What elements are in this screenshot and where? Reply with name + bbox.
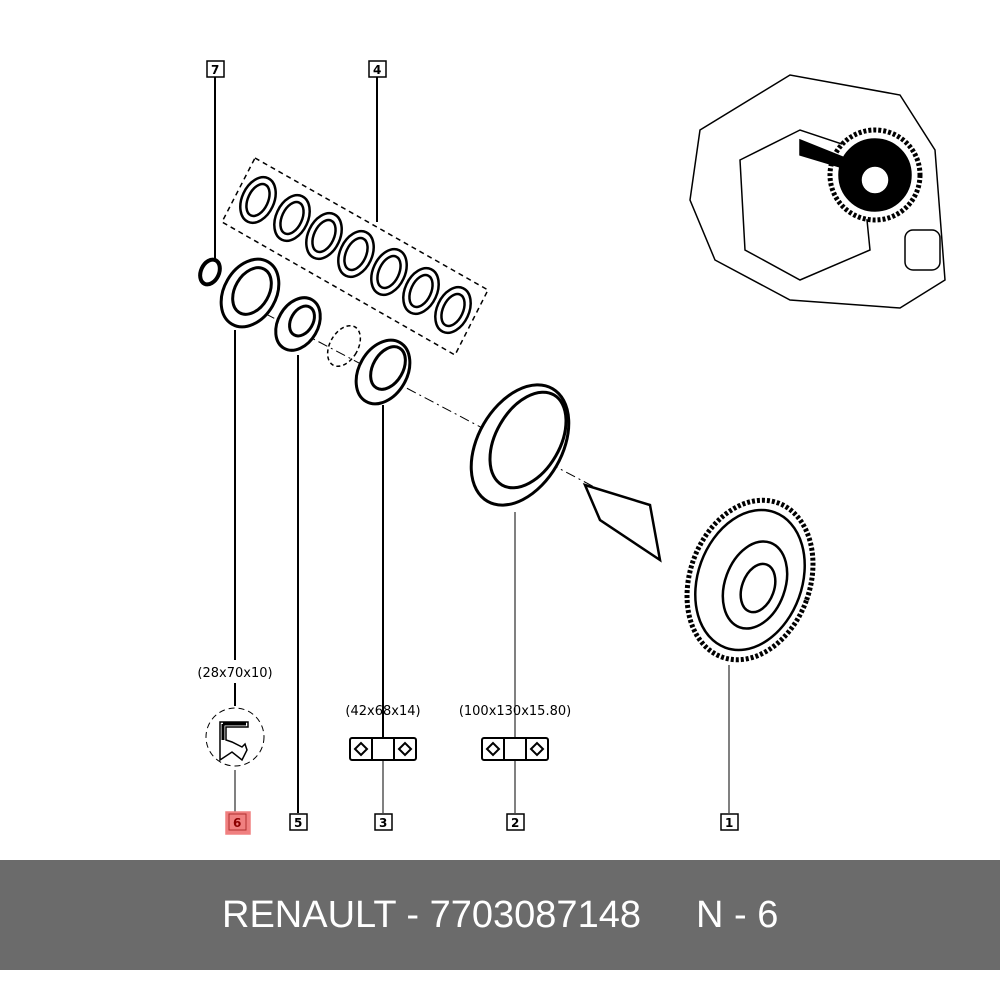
callout-1[interactable] [720,813,739,831]
bearing-race-part-2 [469,383,571,507]
bearing-symbol-icon-part-3 [349,737,417,761]
callout-7[interactable] [206,60,225,78]
differential-gear-part-1 [582,483,816,663]
bearing-symbol-icon-part-2 [481,737,549,761]
callout-3[interactable] [374,813,393,831]
seal-section-icon [205,707,265,767]
exploded-parts-diagram: 7 4 6 5 3 2 1 (28x70x10) (42x68x14) (100… [197,60,946,835]
position-number: N - 6 [696,894,779,936]
brand-part-number: RENAULT - 7703087148 [222,894,641,936]
oil-seal-part-6 [219,257,281,329]
callout-3-label: 3 [379,816,387,830]
callout-2[interactable] [506,813,525,831]
callout-1-label: 1 [725,816,733,830]
nut-part-5 [274,296,322,352]
dimension-part-3: (42x68x14) [345,704,420,719]
callout-4-label: 4 [373,63,381,77]
callout-6-label: 6 [233,816,241,830]
snap-ring-part-7 [198,257,222,287]
dimension-part-6: (28x70x10) [197,666,272,681]
bearing-part-3 [354,338,412,406]
callout-5[interactable] [289,813,308,831]
callout-4[interactable] [368,60,387,78]
part-info-footer: RENAULT - 7703087148 N - 6 [0,860,1000,970]
gearbox-location-thumbnail [689,74,946,309]
callout-2-label: 2 [511,816,519,830]
shim-set-part-4 [239,175,472,335]
callout-5-label: 5 [294,816,302,830]
dimension-part-2: (100x130x15.80) [459,704,571,719]
callout-7-label: 7 [211,63,219,77]
